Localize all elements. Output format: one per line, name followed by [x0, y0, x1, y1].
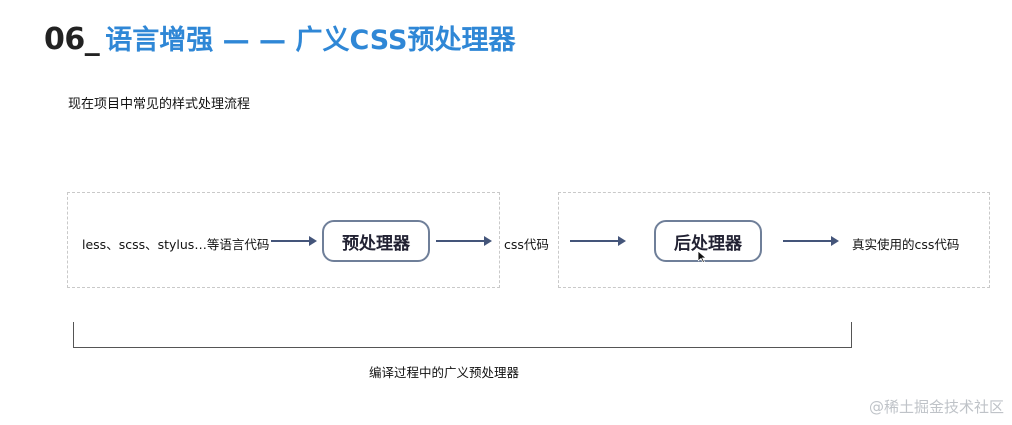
- postprocessor-node: 后处理器: [654, 220, 762, 262]
- title-text: 语言增强 — — 广义CSS预处理器: [105, 25, 516, 56]
- postprocessor-label: 后处理器: [674, 233, 742, 254]
- source-code-label: less、scss、stylus…等语言代码: [82, 237, 270, 252]
- mouse-cursor-icon: [698, 251, 707, 263]
- arrow-postprocessor-to-output: [783, 236, 839, 246]
- arrow-source-to-preprocessor: [271, 236, 317, 246]
- bracket-label: 编译过程中的广义预处理器: [369, 365, 520, 380]
- watermark: @稀土掘金技术社区: [868, 398, 1004, 416]
- compile-bracket: [73, 322, 852, 348]
- arrow-css-to-postprocessor: [570, 236, 626, 246]
- preprocessor-node: 预处理器: [322, 220, 430, 262]
- css-code-label: css代码: [504, 237, 549, 252]
- page-title: 06_ 语言增强 — — 广义CSS预处理器: [44, 18, 515, 57]
- postprocess-group-box: [558, 192, 990, 288]
- preprocessor-label: 预处理器: [342, 233, 410, 254]
- title-number: 06_: [44, 22, 100, 57]
- preprocess-group-box: [67, 192, 500, 288]
- arrow-preprocessor-to-css: [436, 236, 492, 246]
- output-css-label: 真实使用的css代码: [852, 237, 960, 252]
- subtitle: 现在项目中常见的样式处理流程: [68, 97, 251, 112]
